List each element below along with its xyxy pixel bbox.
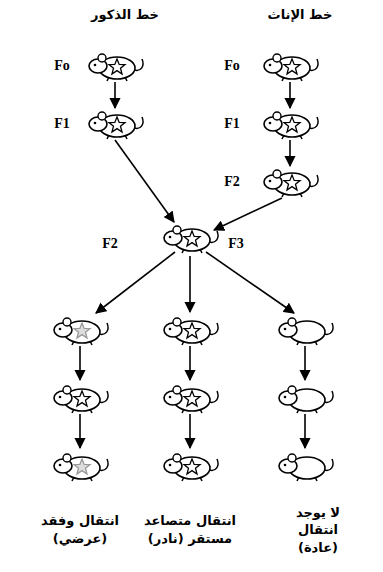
generation-label: Fo (224, 57, 240, 76)
generation-label: F2 (224, 173, 240, 192)
generation-label: Fo (54, 57, 70, 76)
mice (54, 54, 333, 481)
column-heading: خط الإناث (268, 6, 333, 24)
generation-label: F2 (102, 235, 118, 254)
generation-label: F3 (228, 235, 244, 254)
outcome-caption: انتقال متصاعد مستقر (نادر) (142, 512, 238, 547)
column-heading: خط الذكور (91, 6, 159, 24)
outcome-caption: انتقال وفقد (عرضي) (38, 512, 122, 547)
outcome-caption: لا يوجد انتقال (عادة) (283, 504, 353, 557)
generation-label: F1 (54, 115, 70, 134)
generation-label: F1 (224, 115, 240, 134)
arrows (80, 82, 305, 448)
